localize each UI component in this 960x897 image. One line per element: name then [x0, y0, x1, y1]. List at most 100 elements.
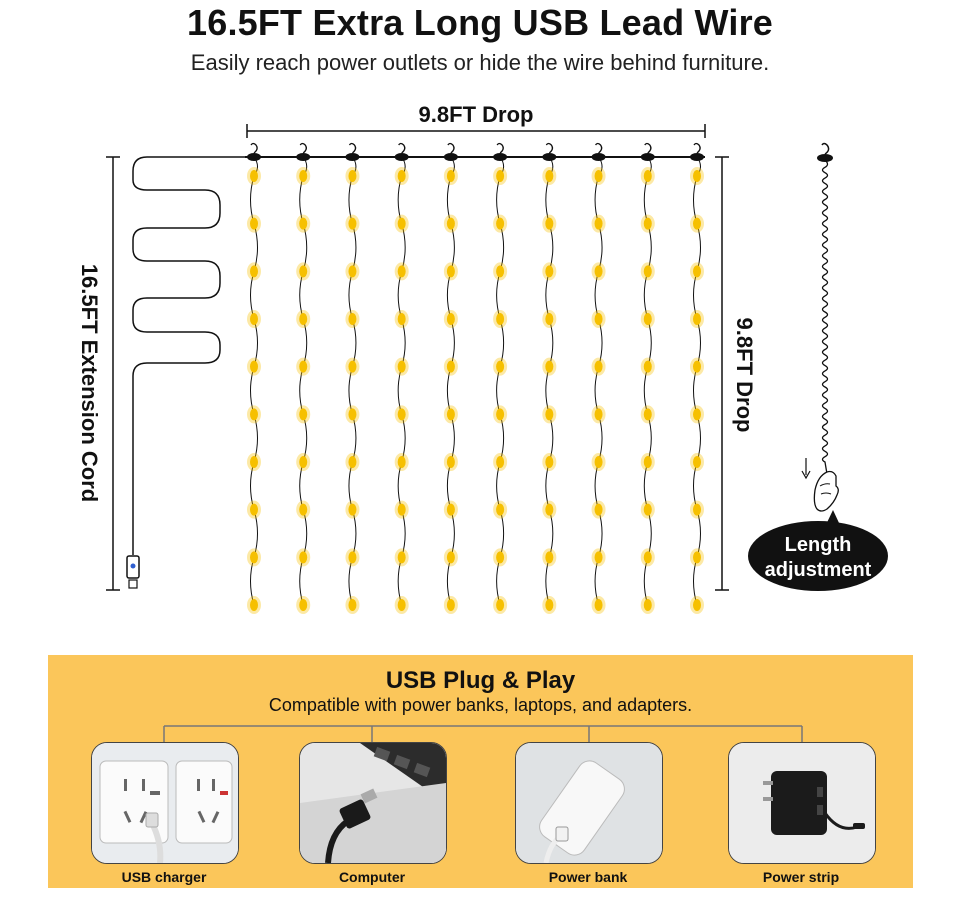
bulb	[693, 313, 701, 325]
bulb	[496, 313, 505, 325]
bulb	[348, 360, 357, 373]
bulb	[397, 265, 406, 278]
bulb	[545, 551, 554, 564]
light-strand	[247, 142, 261, 614]
bulb	[496, 551, 505, 564]
bulb	[299, 503, 308, 516]
bulb	[348, 456, 357, 468]
bulb	[397, 408, 406, 421]
strand-hook-loop	[644, 142, 652, 154]
bulb	[594, 265, 603, 278]
bulb	[693, 599, 701, 611]
bulb	[643, 551, 652, 564]
bulb	[348, 599, 357, 611]
panel-subtitle: Compatible with power banks, laptops, an…	[268, 695, 693, 715]
bulb	[643, 599, 652, 611]
bulb	[397, 551, 406, 564]
bulb	[250, 456, 258, 468]
bulb	[643, 313, 652, 325]
bulb	[348, 408, 357, 421]
hand-icon	[813, 470, 839, 512]
bulb	[250, 503, 258, 516]
bulb	[397, 217, 406, 230]
strand-hook-loop	[398, 142, 406, 154]
light-strand	[690, 142, 704, 614]
bulb	[594, 170, 603, 182]
bulb	[693, 217, 701, 230]
side-dimension-label: 9.8FT Drop	[732, 318, 757, 433]
strand-hook-loop	[447, 142, 455, 154]
bulb	[496, 170, 505, 182]
bulb	[348, 551, 357, 564]
bulb	[545, 265, 554, 278]
bulb	[545, 360, 554, 373]
bulb	[594, 313, 603, 325]
length-adjustment-callout	[748, 521, 888, 591]
strand-hook-loop	[348, 142, 357, 154]
bulb	[643, 456, 652, 468]
bulb	[693, 456, 701, 468]
strand-hook-loop	[250, 142, 258, 154]
bulb	[545, 217, 554, 230]
usb-plug-play-panel: USB Plug & Play Compatible with power ba…	[48, 655, 913, 888]
device-label-computer: Computer	[338, 869, 406, 885]
strand-hook-loop	[693, 142, 701, 154]
bulb	[250, 599, 258, 611]
bulb	[446, 360, 455, 373]
bulb	[299, 408, 308, 421]
bulb	[496, 456, 505, 468]
page-title: 16.5FT Extra Long USB Lead Wire	[187, 2, 773, 43]
bulb	[397, 170, 406, 182]
bulb	[545, 599, 554, 611]
bulb	[299, 217, 308, 230]
bulb	[693, 503, 701, 516]
device-card-power-bank	[515, 742, 663, 864]
bulb	[397, 503, 406, 516]
bulb	[594, 360, 603, 373]
strand-hook-loop	[299, 142, 307, 154]
bulb	[693, 408, 701, 421]
bulb	[693, 551, 701, 564]
light-strands	[247, 142, 704, 614]
strand-hook-loop	[496, 142, 504, 154]
device-label-usb-charger: USB charger	[121, 869, 207, 885]
strand-hook-loop	[545, 142, 554, 154]
bulb	[643, 265, 652, 278]
bulb	[446, 551, 455, 564]
light-strand	[443, 142, 458, 614]
bulb	[594, 217, 603, 230]
bulb	[299, 360, 308, 373]
callout-line1: Length	[785, 534, 852, 556]
bulb	[397, 599, 406, 611]
device-label-power-strip: Power strip	[762, 869, 840, 885]
usb-plug-icon	[126, 555, 140, 589]
bulb	[594, 408, 603, 421]
bulb	[693, 265, 701, 278]
bulb	[348, 265, 357, 278]
bulb	[446, 456, 455, 468]
bulb	[397, 313, 406, 325]
bulb	[250, 313, 258, 325]
bulb	[496, 503, 505, 516]
light-strand	[542, 142, 557, 614]
bulb	[250, 265, 258, 278]
light-strand	[296, 142, 311, 614]
side-dimension: 9.8FT Drop	[715, 156, 757, 591]
bulb	[446, 265, 455, 278]
bulb	[643, 408, 652, 421]
bulb	[446, 217, 455, 230]
bulb	[643, 503, 652, 516]
top-dimension-label: 9.8FT Drop	[419, 102, 534, 127]
bulb	[299, 551, 308, 564]
top-dimension: 9.8FT Drop	[246, 102, 706, 138]
bulb	[594, 599, 603, 611]
bulb	[250, 360, 258, 373]
bulb	[446, 408, 455, 421]
bulb	[446, 170, 455, 182]
light-strand	[345, 142, 360, 614]
bulb	[348, 170, 357, 182]
bulb	[299, 265, 308, 278]
bulb	[594, 503, 603, 516]
bulb	[250, 408, 258, 421]
bulb	[545, 170, 554, 182]
